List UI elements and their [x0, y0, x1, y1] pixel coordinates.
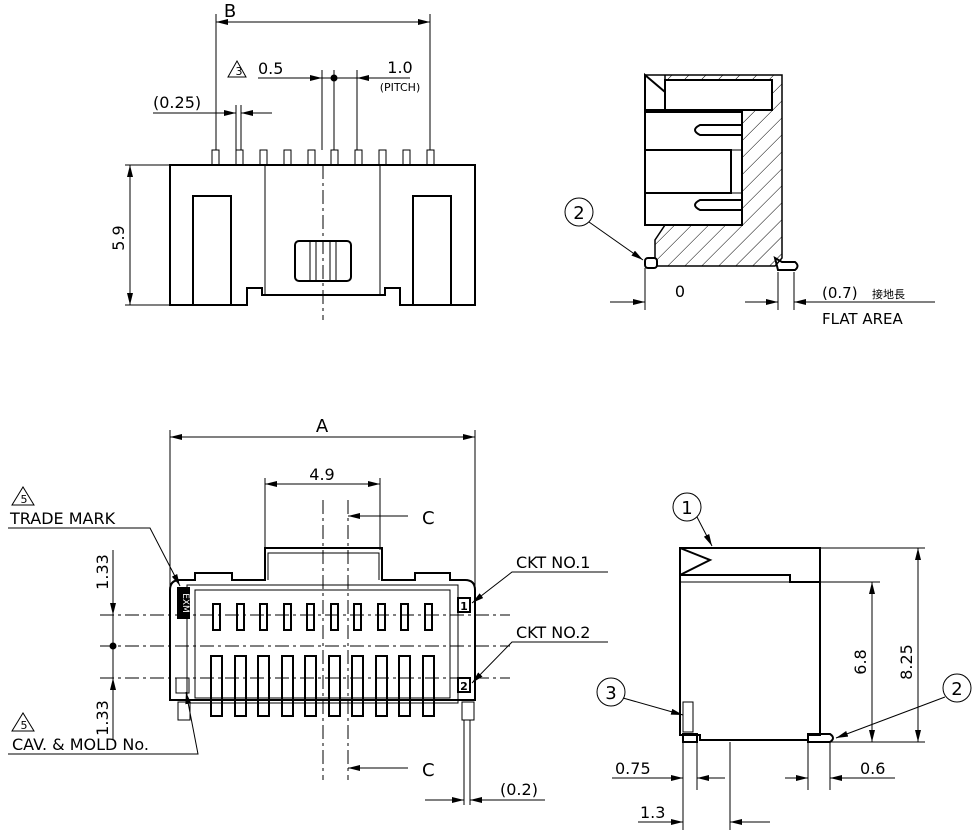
note-3-number: 3: [236, 65, 243, 78]
dim-center: 4.9: [309, 465, 334, 484]
dim-gap: (0.25): [153, 93, 201, 112]
section-c-bottom: C: [422, 760, 435, 781]
pin: [378, 149, 387, 166]
ckt2-mark: 2: [460, 680, 468, 693]
side-view: 1 3 2 6.8 8.25 0.75 1.3 0.6: [596, 492, 972, 830]
note-triangle-icon: [227, 59, 247, 78]
section-view: 0 2 (0.7) 接地長 FLAT AREA: [564, 72, 935, 328]
trade-mark-label: TRADE MARK: [9, 509, 116, 528]
balloon-3-number: 3: [605, 683, 616, 704]
dim-row-bottom: 1.33: [93, 700, 112, 736]
balloon-2: [942, 673, 972, 703]
flat-dim: (0.7): [822, 284, 858, 302]
pin: [235, 149, 244, 166]
dim-left-total: 1.3: [640, 803, 665, 822]
dim-height: 5.9: [109, 225, 128, 250]
dim-left-tail: 0.75: [615, 759, 651, 778]
pin: [330, 149, 339, 166]
pin: [402, 149, 411, 166]
dim-body: 6.8: [851, 649, 870, 674]
contact-row-2: [210, 655, 435, 717]
ckt1-mark: 1: [460, 600, 468, 613]
pin: [426, 149, 435, 166]
section-c-top: C: [422, 508, 435, 529]
ckt1-label: CKT NO.1: [516, 553, 590, 572]
pitch-label: (PITCH): [380, 81, 421, 94]
balloon-1-number: 1: [681, 498, 692, 519]
dim-pin-width: 0.5: [258, 59, 283, 78]
right-window: [412, 195, 452, 306]
dim-a-label: A: [316, 416, 329, 437]
pin-row-front: [211, 149, 435, 166]
dim-total: 8.25: [897, 644, 916, 680]
balloon-2-number: 2: [951, 679, 962, 700]
pin: [307, 149, 316, 166]
balloon-1: [672, 492, 702, 522]
dim-tail: (0.2): [500, 780, 538, 799]
balloon-2: [564, 197, 594, 227]
balloon-3: [596, 677, 626, 707]
note-5-number: 5: [21, 493, 28, 506]
bottom-view: A 4.9: [8, 416, 608, 805]
pin: [211, 149, 220, 166]
contact-row-1: [212, 603, 433, 631]
pin: [283, 149, 292, 166]
cav-mold-label: CAV. & MOLD No.: [12, 735, 149, 754]
pin: [354, 149, 363, 166]
dim-right-tail: 0.6: [860, 759, 885, 778]
connector-body-front: [169, 164, 476, 306]
note-triangle-icon: [11, 486, 35, 506]
dim-pitch: 1.0: [387, 58, 412, 77]
flat-area-label: FLAT AREA: [822, 310, 904, 328]
note-triangle-icon: [11, 712, 35, 732]
balloon-2-number: 2: [573, 203, 584, 224]
note-5-number: 5: [21, 719, 28, 732]
dim-row-top: 1.33: [93, 554, 112, 590]
front-view: B 3 0.5 1.0 (PITCH) (0.25) 5.9: [109, 1, 476, 320]
ckt2-label: CKT NO.2: [516, 623, 590, 642]
pin: [259, 149, 268, 166]
left-window: [192, 195, 232, 306]
flat-label-jp: 接地長: [872, 288, 905, 301]
dim-zero: 0: [675, 282, 685, 301]
trade-mark-logo: EXM: [180, 593, 190, 613]
dim-b-label: B: [224, 1, 236, 22]
